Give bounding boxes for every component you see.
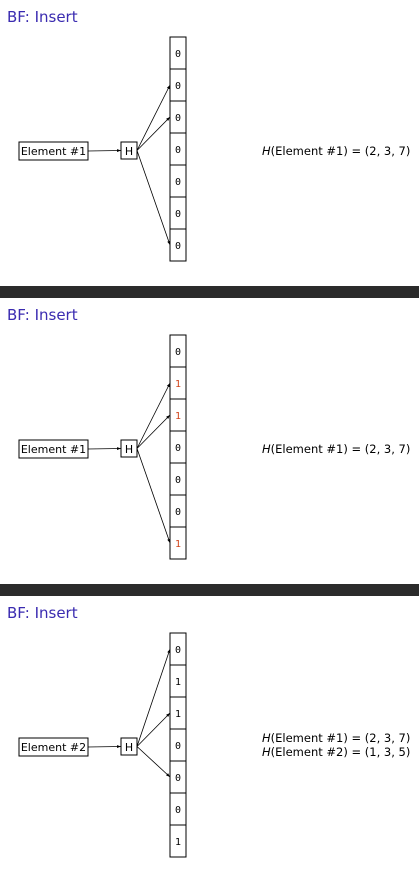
bit-value: 0 xyxy=(175,443,181,454)
bit-value: 1 xyxy=(175,539,181,550)
bit-value: 0 xyxy=(175,177,181,188)
bloom-filter-diagram: Element #1 H 0 1 1 0 0 0 1 xyxy=(18,334,187,560)
bit-value: 0 xyxy=(175,645,181,656)
bit-value: 0 xyxy=(175,741,181,752)
hash-equations: H(Element #1) = (2, 3, 7) xyxy=(262,144,410,158)
bit-cell: 0 xyxy=(169,228,187,262)
hash-equation: H(Element #1) = (2, 3, 7) xyxy=(262,144,410,158)
bit-value: 0 xyxy=(175,113,181,124)
bloom-filter-diagram: Element #1 H 0 0 0 0 0 0 0 xyxy=(18,36,187,262)
slide-title: BF: Insert xyxy=(7,604,78,622)
slide-separator xyxy=(0,286,419,298)
bit-cell: 0 xyxy=(169,68,187,102)
hash-to-bit-arrow xyxy=(136,712,171,747)
element-to-hash-arrow xyxy=(87,149,122,153)
bit-cell: 0 xyxy=(169,36,187,70)
element-label: Element #2 xyxy=(21,741,86,754)
hash-equation: H(Element #2) = (1, 3, 5) xyxy=(262,745,410,759)
bit-cell: 0 xyxy=(169,792,187,826)
element-node: Element #1 xyxy=(18,439,89,459)
slide-separator xyxy=(0,584,419,596)
hash-to-bit-arrow xyxy=(136,150,171,246)
bit-cell: 0 xyxy=(169,164,187,198)
hash-function-name: H xyxy=(262,745,271,759)
bit-cell: 0 xyxy=(169,494,187,528)
hash-equation: H(Element #1) = (2, 3, 7) xyxy=(262,442,410,456)
bit-value: 1 xyxy=(175,677,181,688)
hash-function-name: H xyxy=(262,442,271,456)
bit-value: 0 xyxy=(175,347,181,358)
bit-value: 1 xyxy=(175,411,181,422)
bit-value: 0 xyxy=(175,241,181,252)
element-to-hash-arrow xyxy=(87,745,122,749)
hash-equation-text: (Element #2) = (1, 3, 5) xyxy=(270,745,411,759)
bit-cell: 0 xyxy=(169,430,187,464)
bit-cell: 1 xyxy=(169,664,187,698)
hash-label: H xyxy=(125,145,133,158)
bit-cell: 0 xyxy=(169,196,187,230)
bit-cell: 1 xyxy=(169,824,187,858)
bit-cell: 1 xyxy=(169,526,187,560)
hash-equations: H(Element #1) = (2, 3, 7) xyxy=(262,442,410,456)
bit-value: 0 xyxy=(175,507,181,518)
slide-title: BF: Insert xyxy=(7,8,78,26)
hash-to-bit-arrow xyxy=(136,414,171,449)
bit-array: 0 0 0 0 0 0 0 xyxy=(169,36,187,262)
hash-function-name: H xyxy=(262,144,271,158)
element-node: Element #1 xyxy=(18,141,89,161)
bit-array: 0 1 1 0 0 0 1 xyxy=(169,334,187,560)
hash-function-node: H xyxy=(120,439,138,458)
bit-cell: 0 xyxy=(169,632,187,666)
bit-value: 0 xyxy=(175,773,181,784)
bit-cell: 1 xyxy=(169,366,187,400)
hash-equation-text: (Element #1) = (2, 3, 7) xyxy=(270,442,411,456)
bit-value: 0 xyxy=(175,81,181,92)
element-to-hash-arrow xyxy=(87,447,122,451)
bloom-filter-diagram: Element #2 H 0 1 1 0 0 0 1 xyxy=(18,632,187,858)
bit-value: 1 xyxy=(175,379,181,390)
hash-to-bit-arrow xyxy=(136,116,171,151)
bit-cell: 0 xyxy=(169,728,187,762)
hash-to-bit-arrow xyxy=(136,648,171,747)
bit-value: 0 xyxy=(175,475,181,486)
bit-cell: 1 xyxy=(169,696,187,730)
bit-cell: 0 xyxy=(169,760,187,794)
hash-label: H xyxy=(125,443,133,456)
bit-cell: 0 xyxy=(169,132,187,166)
hash-equation-text: (Element #1) = (2, 3, 7) xyxy=(270,731,411,745)
element-label: Element #1 xyxy=(21,145,86,158)
bit-array: 0 1 1 0 0 0 1 xyxy=(169,632,187,858)
hash-equation-text: (Element #1) = (2, 3, 7) xyxy=(270,144,411,158)
hash-function-name: H xyxy=(262,731,271,745)
bit-value: 0 xyxy=(175,805,181,816)
bit-cell: 0 xyxy=(169,462,187,496)
bit-cell: 1 xyxy=(169,398,187,432)
slide-title: BF: Insert xyxy=(7,306,78,324)
hash-to-bit-arrow xyxy=(136,84,171,151)
bit-cell: 0 xyxy=(169,334,187,368)
hash-to-bit-arrow xyxy=(136,746,171,778)
hash-equation: H(Element #1) = (2, 3, 7) xyxy=(262,731,410,745)
bit-value: 0 xyxy=(175,209,181,220)
hash-function-node: H xyxy=(120,141,138,160)
hash-to-bit-arrow xyxy=(136,382,171,449)
bit-value: 0 xyxy=(175,145,181,156)
element-label: Element #1 xyxy=(21,443,86,456)
element-node: Element #2 xyxy=(18,737,89,757)
bit-cell: 0 xyxy=(169,100,187,134)
hash-to-bit-arrow xyxy=(136,448,171,544)
hash-label: H xyxy=(125,741,133,754)
bit-value: 1 xyxy=(175,709,181,720)
bit-value: 1 xyxy=(175,837,181,848)
hash-equations: H(Element #1) = (2, 3, 7) H(Element #2) … xyxy=(262,731,410,759)
hash-function-node: H xyxy=(120,737,138,756)
bit-value: 0 xyxy=(175,49,181,60)
